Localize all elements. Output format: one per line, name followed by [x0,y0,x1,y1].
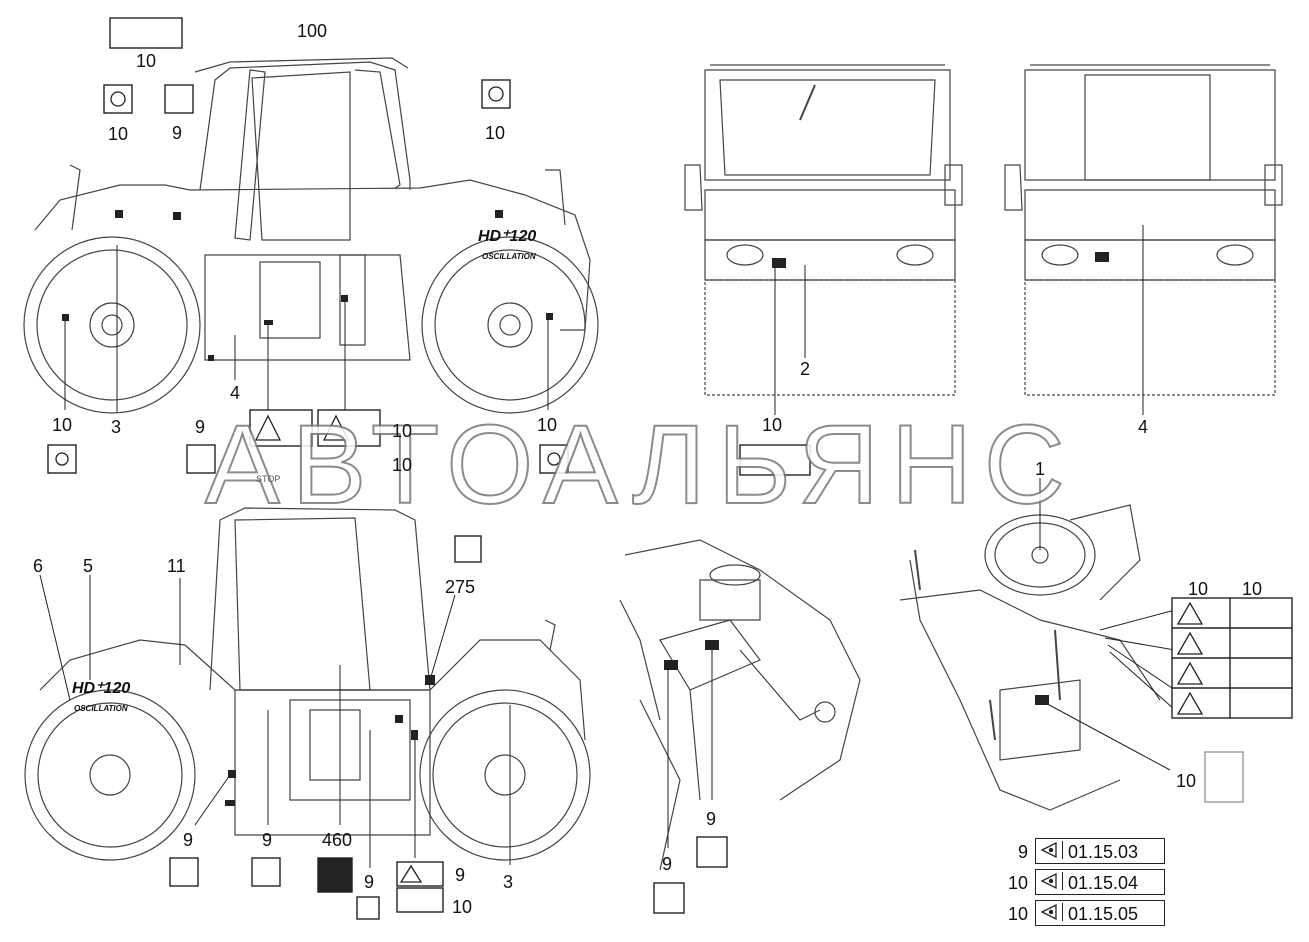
callout-10: 10 [108,124,129,144]
callout-9: 9 [262,830,273,850]
callout-10: 10 [537,415,558,435]
callout-10: 10 [392,455,413,475]
callout-10: 10 [762,415,783,435]
callout-3: 3 [111,417,122,437]
watermark: АВТОАЛЬЯНС [204,401,1077,528]
callout-10: 10 [52,415,73,435]
callout-4: 4 [1138,417,1149,437]
callout-3: 3 [503,872,514,892]
model-badge: HD⁺120 [478,228,537,245]
callout-10: 10 [1188,579,1209,599]
callout-9: 9 [455,865,466,885]
callout-9: 9 [706,809,717,829]
model-badge: HD⁺120 [72,680,131,697]
legend-qty: 9 [1017,842,1028,862]
eye-icon [1038,903,1063,921]
callout-10: 10 [392,421,413,441]
callout-5: 5 [83,556,94,576]
callout-460: 460 [322,830,353,850]
oscillation-badge: OSCILLATION [74,704,128,713]
legend-cell: 01.15.03 [1035,838,1165,864]
callout-9: 9 [364,872,375,892]
legend-qty: 10 [1007,904,1028,924]
legend-code: 01.15.04 [1068,873,1139,893]
eye-icon [1038,872,1063,890]
callout-100: 100 [297,21,328,41]
callout-9: 9 [662,854,673,874]
callout-275: 275 [445,577,476,597]
callout-9: 9 [195,417,206,437]
callout-10: 10 [1242,579,1263,599]
callout-10: 10 [1176,771,1197,791]
roller-side-view-top [23,57,599,414]
callout-4: 4 [230,383,241,403]
legend-code: 01.15.05 [1068,904,1139,924]
legend-code: 01.15.03 [1068,842,1139,862]
callout-6: 6 [33,556,44,576]
eye-icon [1038,841,1063,859]
callout-1: 1 [1035,459,1046,479]
callout-11: 11 [167,556,186,576]
cab-interior-view [899,504,1161,811]
roller-side-view-bottom [24,507,591,861]
callout-10: 10 [136,51,157,71]
lifting-point-icon [55,86,561,466]
decal-markers [62,210,1109,806]
warning-triangle-icon [254,414,1204,883]
callout-10: 10 [452,897,473,917]
stop-sign-label: STOP [256,474,281,484]
legend-cell: 01.15.05 [1035,900,1165,926]
callout-10: 10 [485,123,506,143]
oscillation-badge: OSCILLATION [482,252,536,261]
roller-rear-view [1004,64,1283,396]
legend-cell: 01.15.04 [1035,869,1165,895]
legend-qty: 10 [1007,873,1028,893]
callout-9: 9 [183,830,194,850]
roller-front-view [684,64,963,396]
frame-detail-view [619,539,861,871]
leader-lines [39,225,1176,868]
callout-2: 2 [800,359,811,379]
callout-9: 9 [172,123,183,143]
